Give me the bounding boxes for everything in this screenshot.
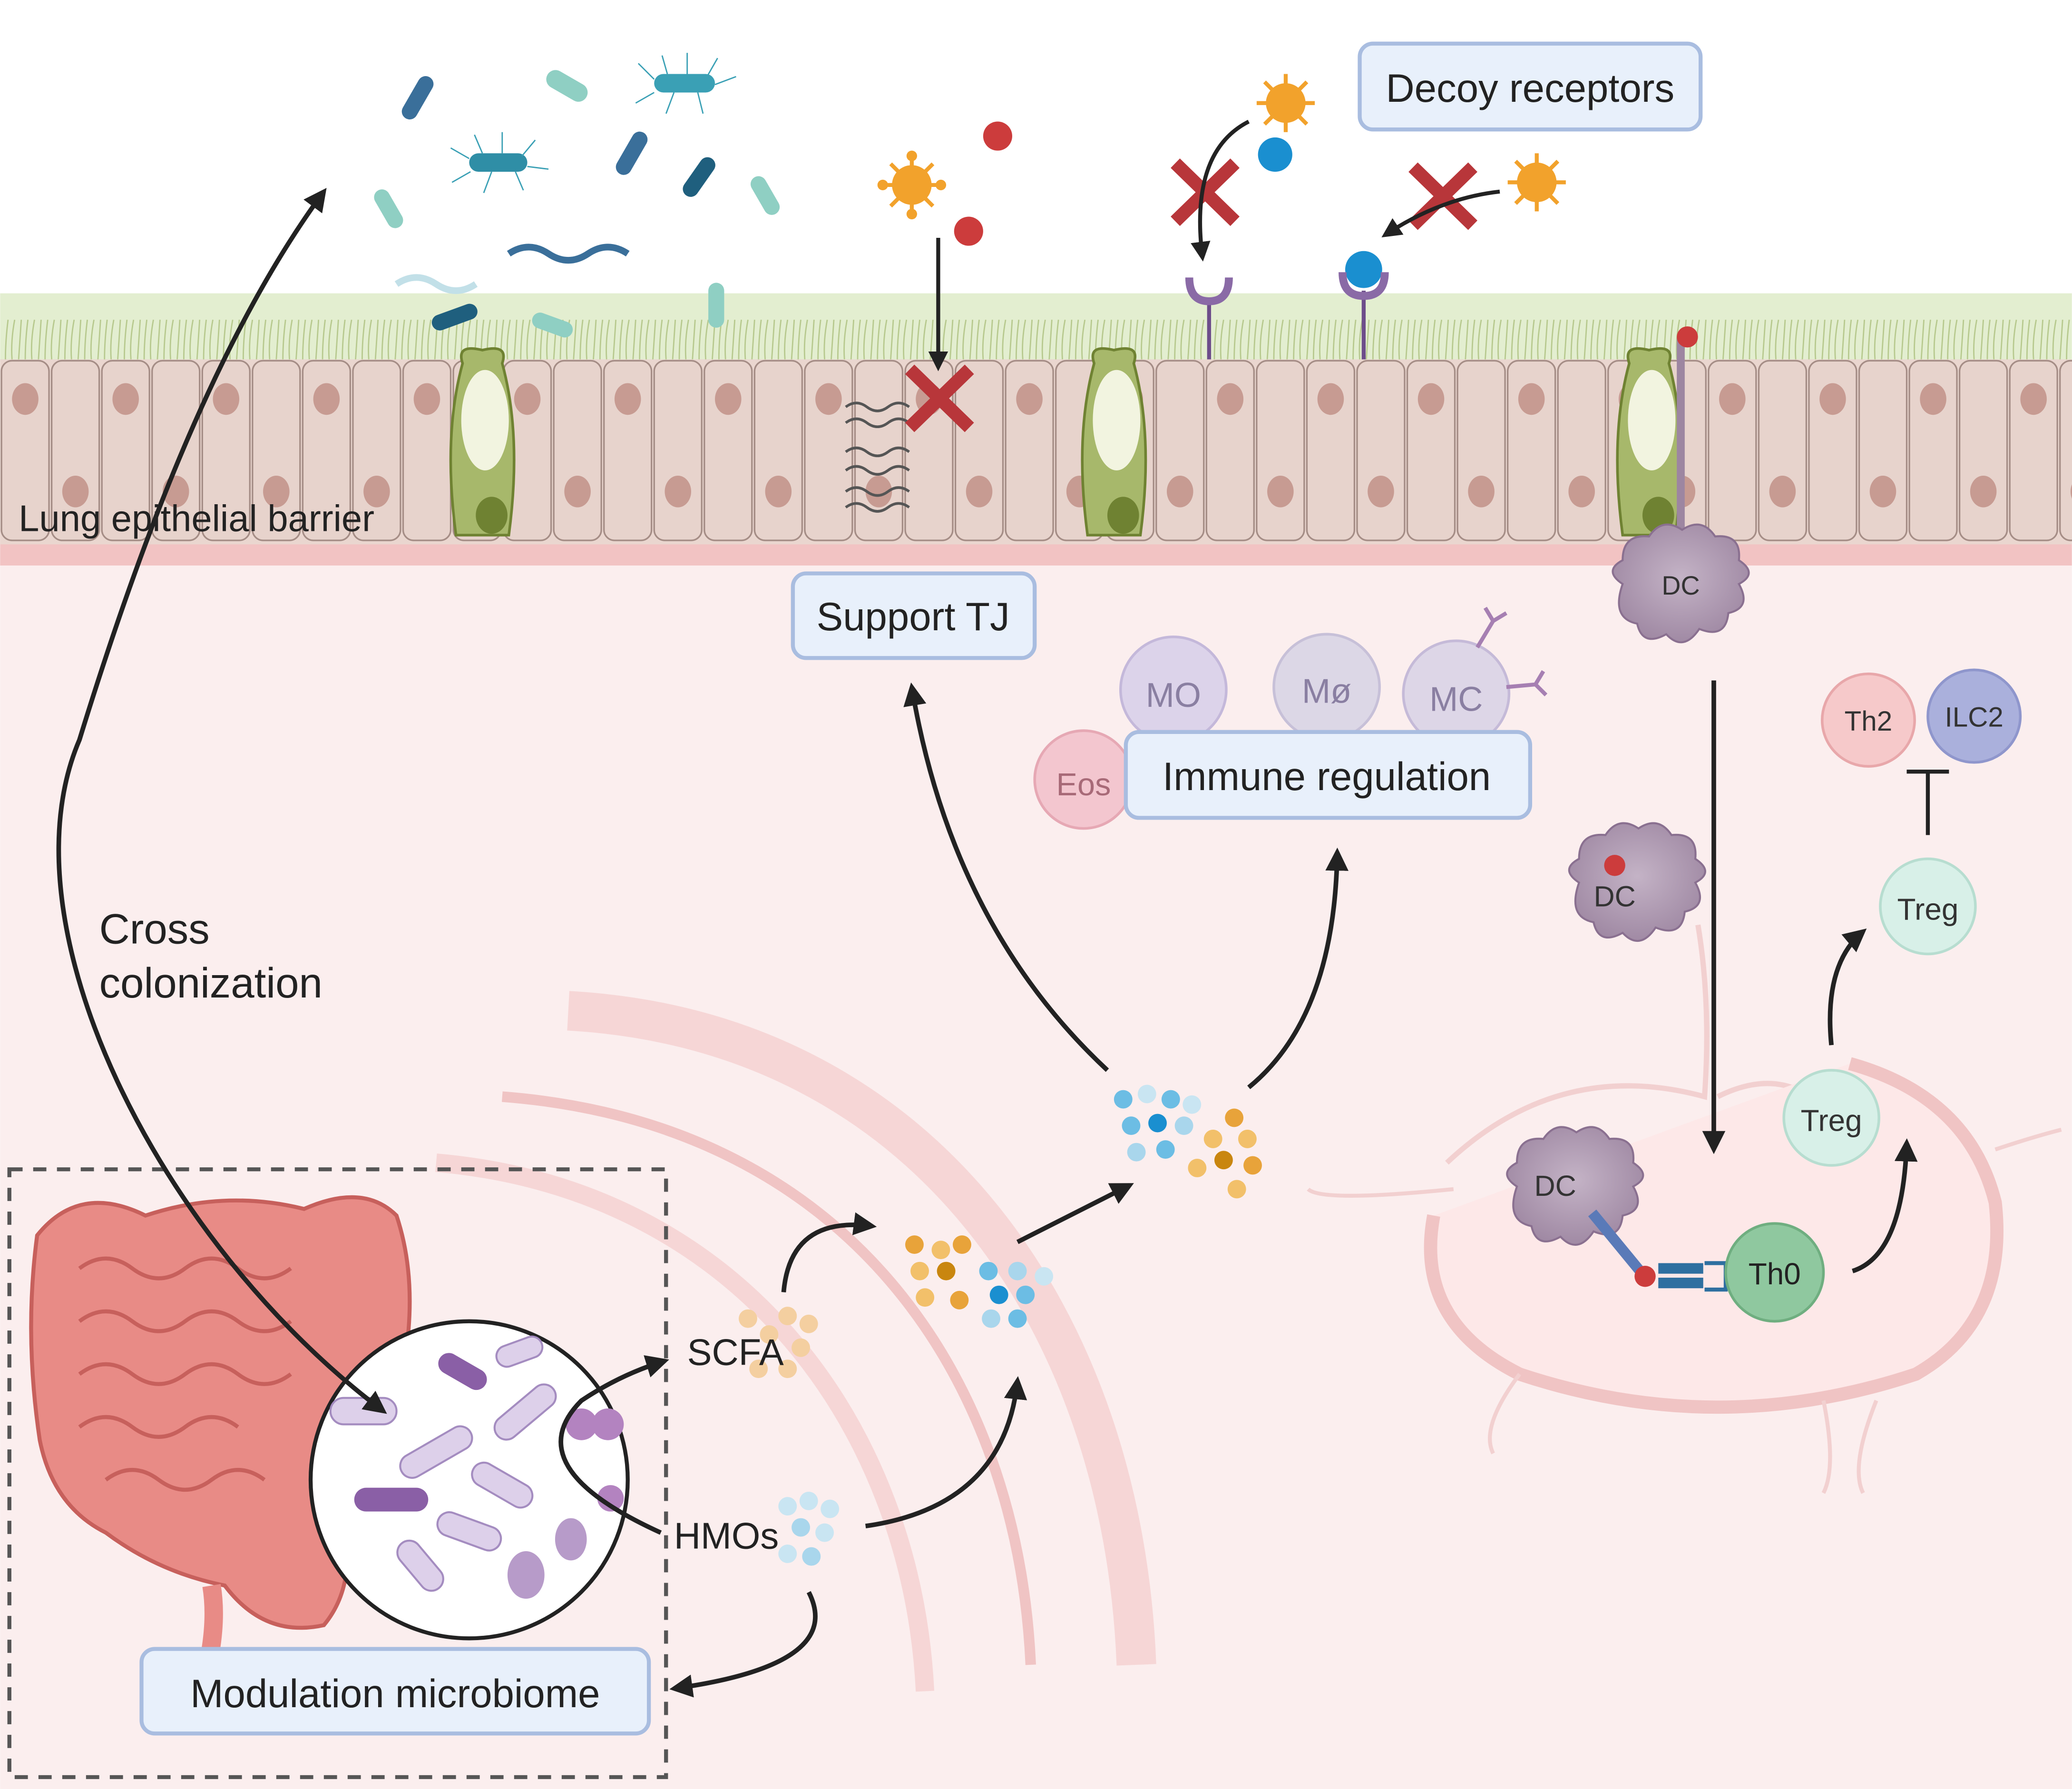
block-x-icon (905, 364, 974, 432)
dendritic-cell (1506, 1126, 1644, 1246)
immune-regulation-label: Immune regulation (1163, 754, 1491, 799)
lung-barrier-label: Lung epithelial barrier (19, 499, 374, 539)
mphi-label: Mø (1302, 673, 1351, 711)
hmos-label: HMOs (674, 1515, 779, 1556)
tight-junction-icon (845, 401, 910, 513)
decoy-receptors-label: Decoy receptors (1386, 66, 1675, 110)
microbiome-magnifier (308, 1319, 630, 1641)
cross-colonization-label-line2: colonization (99, 959, 323, 1007)
scfa-label: SCFA (687, 1332, 784, 1373)
decoy-receptor-icon (1339, 251, 1389, 360)
dc-barrier-label: DC (1662, 571, 1700, 600)
treg-node-label: Treg (1801, 1104, 1862, 1138)
mixed-metabolites-circulation (1114, 1085, 1262, 1199)
scfa-molecules (739, 1307, 818, 1378)
gut-dashed-box (7, 1167, 668, 1779)
inhibition-icon (1906, 770, 1949, 835)
support-tj-label: Support TJ (817, 595, 1010, 639)
cilia (5, 319, 2070, 360)
th2-label: Th2 (1845, 706, 1893, 737)
treg-out-label: Treg (1897, 892, 1958, 926)
dc-lymph-label: DC (1534, 1170, 1576, 1202)
goblet-cell (1616, 347, 1682, 537)
allergen-particle (983, 121, 1013, 151)
virus-icon (877, 150, 947, 220)
dendritic-cell (1612, 326, 1750, 644)
decoy-receptors-box: Decoy receptors (1358, 41, 1703, 132)
treg-cell (1879, 857, 1977, 956)
modulation-microbiome-label: Modulation microbiome (190, 1672, 600, 1716)
hmo-bound-virus (1258, 137, 1292, 172)
virus-icon (1256, 74, 1315, 132)
th0-cell (1724, 1222, 1825, 1323)
hmo-molecules (778, 1492, 840, 1566)
allergen-particle (954, 216, 983, 246)
gut-wall-arcs (435, 991, 1156, 1692)
eos-label: Eos (1056, 767, 1111, 802)
virus-icon (1507, 153, 1566, 212)
dc-tissue-label: DC (1594, 880, 1636, 912)
antigen-presentation-icon (1588, 1209, 1728, 1292)
immune-regulation-box: Immune regulation (1124, 730, 1533, 820)
th2-cell (1820, 672, 1916, 768)
mc-label: MC (1429, 680, 1483, 718)
dendritic-cell (1568, 822, 1706, 942)
mixed-metabolites-gut (905, 1235, 1054, 1328)
th0-label: Th0 (1749, 1257, 1801, 1291)
treg-cell (1782, 1069, 1880, 1167)
support-tj-box: Support TJ (791, 571, 1037, 660)
goblet-cell (449, 347, 516, 537)
pathway-arrows (56, 187, 1918, 1698)
cross-colonization-label-line1: Cross (99, 905, 210, 952)
ilc2-cell (1926, 668, 2022, 764)
goblet-cell (1081, 347, 1147, 537)
ilc2-label: ILC2 (1945, 702, 2004, 733)
block-x-icon (1171, 158, 1240, 226)
mast-cell (1402, 606, 1548, 748)
modulation-microbiome-box: Modulation microbiome (139, 1647, 651, 1736)
block-arrows (928, 119, 1500, 371)
receptor-icon (1185, 277, 1233, 360)
mo-label: MO (1146, 676, 1201, 714)
